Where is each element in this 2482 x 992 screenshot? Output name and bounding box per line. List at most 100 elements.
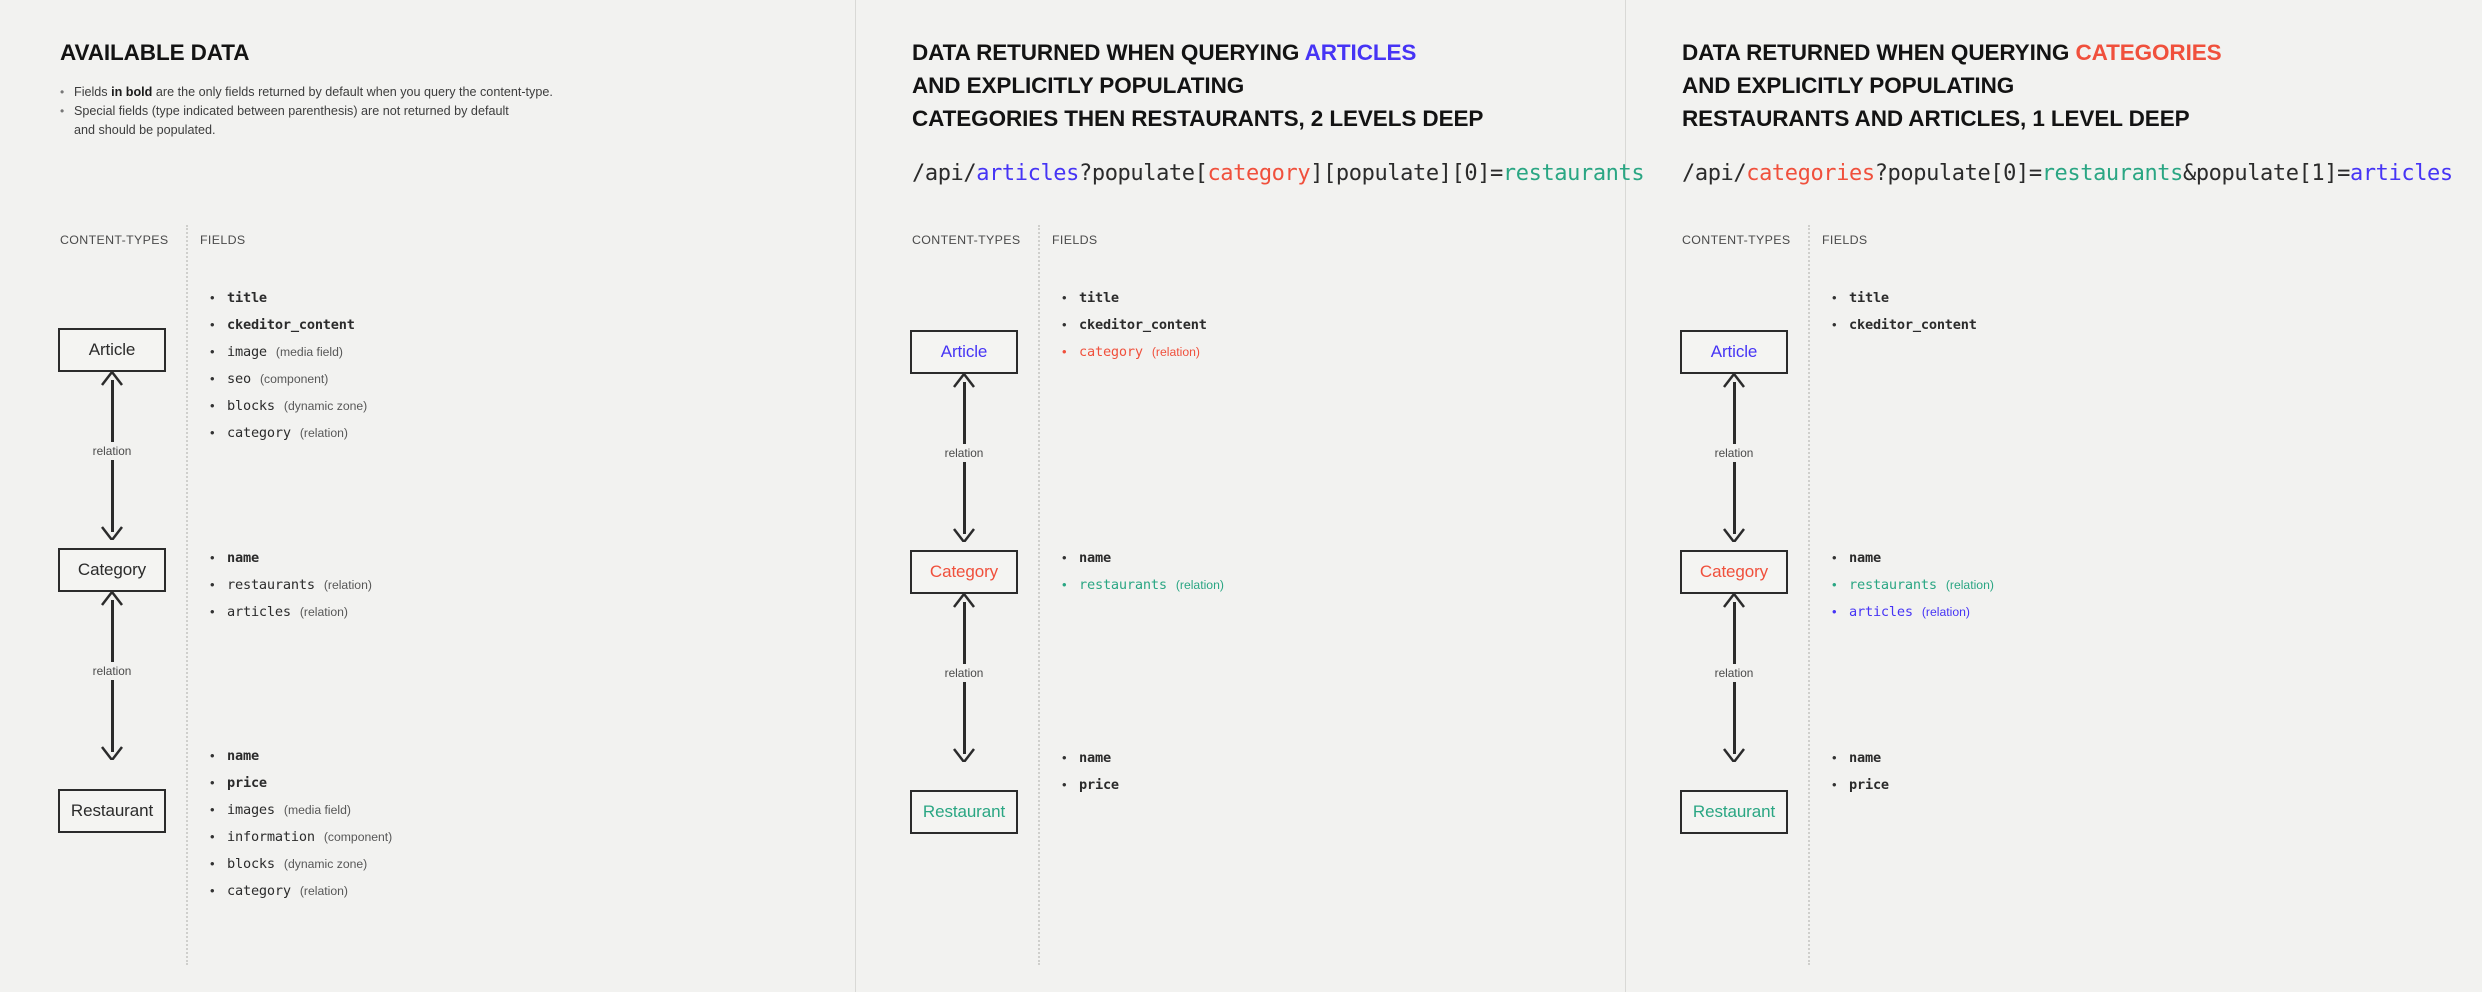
relation-arrow: relation (910, 374, 1018, 542)
inner-divider (186, 225, 188, 965)
field-row: •articles(relation) (1832, 604, 1970, 620)
relation-arrow: relation (58, 372, 166, 540)
column-label-fields: FIELDS (200, 233, 246, 247)
column-label-content-types: CONTENT-TYPES (60, 233, 169, 247)
node-restaurant[interactable]: Restaurant (58, 789, 166, 833)
field-list-restaurant: •name •price (1062, 750, 1119, 804)
relation-arrow: relation (1680, 374, 1788, 542)
arrow-head-up-icon (101, 592, 123, 606)
field-row: •blocks(dynamic zone) (210, 398, 368, 414)
relation-arrow: relation (58, 592, 166, 760)
field-row: •images(media field) (210, 802, 351, 818)
bullet-icon: • (1832, 577, 1837, 592)
field-row: •blocks(dynamic zone) (210, 856, 368, 872)
page-title-line2: AND EXPLICITLY POPULATING (912, 73, 1245, 98)
panel-available-data: AVAILABLE DATA • Fields in bold are the … (0, 0, 856, 992)
field-row: •restaurants(relation) (210, 577, 372, 593)
bullet-icon: • (210, 290, 215, 305)
bullet-icon: • (1832, 290, 1837, 305)
node-restaurant[interactable]: Restaurant (910, 790, 1018, 834)
page-title-line3: CATEGORIES THEN RESTAURANTS, 2 LEVELS DE… (912, 106, 1484, 131)
field-row: •price (210, 775, 267, 791)
page-title: DATA RETURNED WHEN QUERYING CATEGORIES (1682, 40, 2222, 65)
bullet-icon: • (210, 398, 215, 413)
field-row: •name (1832, 550, 1881, 566)
bullet-icon: • (1832, 777, 1837, 792)
field-row: •category(relation) (1062, 344, 1200, 360)
bullet-icon: • (1062, 550, 1067, 565)
bullet-icon: • (210, 748, 215, 763)
field-row: •title (210, 290, 267, 306)
relation-label: relation (1709, 444, 1759, 462)
page-title: DATA RETURNED WHEN QUERYING ARTICLES (912, 40, 1417, 65)
field-list-category: •name •restaurants(relation) •articles(r… (1832, 550, 1994, 631)
field-row: •price (1832, 777, 1889, 793)
field-row: •restaurants(relation) (1832, 577, 1994, 593)
panel-header: DATA RETURNED WHEN QUERYING ARTICLES AND… (912, 36, 1645, 189)
node-category[interactable]: Category (910, 550, 1018, 594)
column-label-content-types: CONTENT-TYPES (912, 233, 1021, 247)
bullet-icon: • (1062, 577, 1067, 592)
field-row: •information(component) (210, 829, 393, 845)
inner-divider (1808, 225, 1810, 965)
column-label-fields: FIELDS (1822, 233, 1868, 247)
page-title-line2: AND EXPLICITLY POPULATING (1682, 73, 2015, 98)
bullet-icon: • (210, 577, 215, 592)
field-list-article: •title •ckeditor_content •category(relat… (1062, 290, 1207, 371)
field-list-restaurant: •name •price (1832, 750, 1889, 804)
relation-label: relation (1709, 664, 1759, 682)
bullet-icon: • (1062, 750, 1067, 765)
field-row: •articles(relation) (210, 604, 348, 620)
field-row: •ckeditor_content (1832, 317, 1977, 333)
field-list-article: •title •ckeditor_content •image(media fi… (210, 290, 367, 452)
bullet-icon: • (1062, 777, 1067, 792)
panel-header: AVAILABLE DATA • Fields in bold are the … (60, 36, 553, 140)
arrow-head-down-icon (101, 746, 123, 760)
field-row: •category(relation) (210, 425, 348, 441)
field-row: •category(relation) (210, 883, 348, 899)
node-article[interactable]: Article (1680, 330, 1788, 374)
panel-divider (1625, 0, 1626, 992)
field-row: •restaurants(relation) (1062, 577, 1224, 593)
node-category[interactable]: Category (58, 548, 166, 592)
relation-arrow: relation (1680, 594, 1788, 762)
legend-note-text: Special fields (type indicated between p… (74, 104, 509, 137)
bullet-icon: • (1832, 604, 1837, 619)
field-row: •ckeditor_content (210, 317, 355, 333)
field-row: •title (1062, 290, 1119, 306)
bullet-icon: • (60, 85, 65, 99)
bullet-icon: • (210, 344, 215, 359)
field-row: •ckeditor_content (1062, 317, 1207, 333)
node-category[interactable]: Category (1680, 550, 1788, 594)
bullet-icon: • (210, 883, 215, 898)
arrow-head-down-icon (101, 526, 123, 540)
bullet-icon: • (210, 802, 215, 817)
bullet-icon: • (210, 829, 215, 844)
field-row: •title (1832, 290, 1889, 306)
bullet-icon: • (1832, 317, 1837, 332)
page-title: AVAILABLE DATA (60, 40, 250, 65)
node-article[interactable]: Article (58, 328, 166, 372)
node-article[interactable]: Article (910, 330, 1018, 374)
column-label-fields: FIELDS (1052, 233, 1098, 247)
arrow-head-up-icon (1723, 594, 1745, 608)
relation-label: relation (939, 664, 989, 682)
arrow-head-up-icon (101, 372, 123, 386)
field-row: •price (1062, 777, 1119, 793)
relation-label: relation (939, 444, 989, 462)
arrow-head-down-icon (953, 748, 975, 762)
bullet-icon: • (60, 104, 65, 118)
legend-note: • Special fields (type indicated between… (60, 102, 553, 140)
field-row: •name (1062, 550, 1111, 566)
node-restaurant[interactable]: Restaurant (1680, 790, 1788, 834)
bullet-icon: • (210, 604, 215, 619)
api-query-url: /api/categories?populate[0]=restaurants&… (1682, 161, 2453, 186)
field-row: •name (1832, 750, 1881, 766)
field-row: •name (210, 748, 259, 764)
api-query-url: /api/articles?populate[category][populat… (912, 161, 1645, 186)
bullet-icon: • (1832, 750, 1837, 765)
bullet-icon: • (1062, 317, 1067, 332)
accent-articles: ARTICLES (1304, 40, 1417, 65)
legend-note-text: Fields in bold are the only fields retur… (74, 85, 553, 99)
bullet-icon: • (210, 856, 215, 871)
